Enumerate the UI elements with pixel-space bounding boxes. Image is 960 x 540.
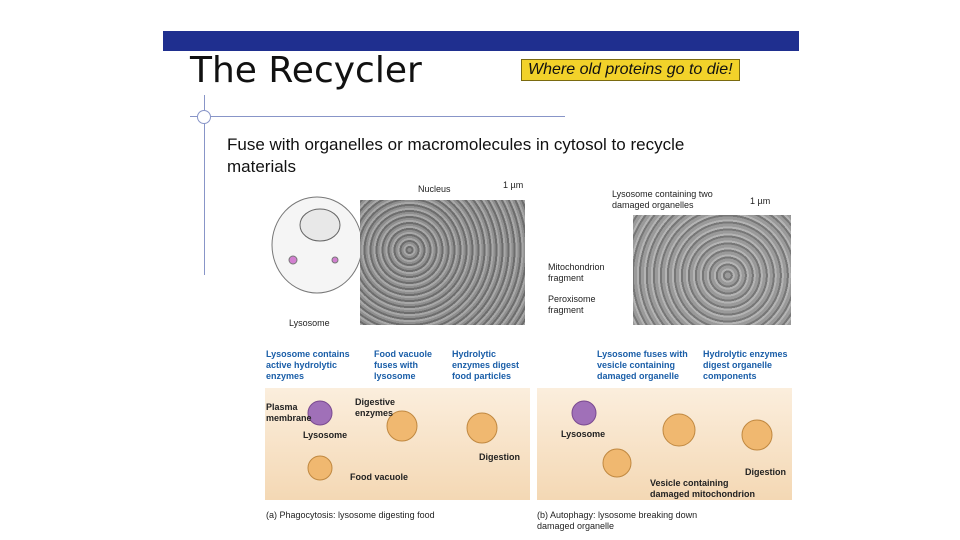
phagocytosis-step2: Food vacuole fuses with lysosome xyxy=(374,349,433,381)
phagocytosis-panel xyxy=(265,388,530,500)
subtitle-badge: Where old proteins go to die! xyxy=(521,59,740,81)
digestive-enzymes-label: Digestive enzymes xyxy=(355,397,396,418)
plasma-membrane-label: Plasma membrane xyxy=(266,402,312,423)
nucleus-label: Nucleus xyxy=(418,184,451,194)
phagocytosis-diagram xyxy=(307,400,498,481)
slide-title: The Recycler xyxy=(190,50,422,91)
body-text: Fuse with organelles or macromolecules i… xyxy=(227,135,685,176)
phagocytosis-step3: Hydrolytic enzymes digest food particles xyxy=(452,349,520,381)
lysosome-label-a: Lysosome xyxy=(303,430,348,440)
digestion-label-b: Digestion xyxy=(745,467,787,477)
rule-circle-ornament xyxy=(197,110,211,124)
lysosome-two-organelles-label: Lysosome containing two damaged organell… xyxy=(612,189,713,210)
horizontal-rule xyxy=(190,116,565,117)
phagocytosis-caption: (a) Phagocytosis: lysosome digesting foo… xyxy=(266,510,435,520)
lysosome-micrograph xyxy=(360,200,525,325)
peroxisome-fragment-label: Peroxisome fragment xyxy=(548,294,596,315)
vesicle-label: Vesicle containing damaged mitochondrion xyxy=(650,478,756,499)
digestion-label-a: Digestion xyxy=(479,452,521,462)
autophagy-step1: Lysosome fuses with vesicle containing d… xyxy=(597,349,688,381)
lysosome-label: Lysosome xyxy=(289,318,330,328)
phagocytosis-step1: Lysosome contains active hydrolytic enzy… xyxy=(266,349,350,381)
scale-label-left: 1 µm xyxy=(503,180,524,190)
lysosome-label-b: Lysosome xyxy=(561,429,606,439)
cell-sketch xyxy=(271,196,363,294)
mitochondrion-fragment-label: Mitochondrion fragment xyxy=(548,262,605,283)
vertical-rule xyxy=(204,95,205,275)
autophagy-caption: (b) Autophagy: lysosome breaking down da… xyxy=(537,510,698,531)
autophagy-step2: Hydrolytic enzymes digest organelle comp… xyxy=(703,349,788,381)
autophagy-diagram xyxy=(571,400,773,478)
autophagy-micrograph xyxy=(633,215,791,325)
food-vacuole-label: Food vacuole xyxy=(350,472,409,482)
scale-label-right: 1 µm xyxy=(750,196,771,206)
title-bar-accent xyxy=(163,31,799,51)
